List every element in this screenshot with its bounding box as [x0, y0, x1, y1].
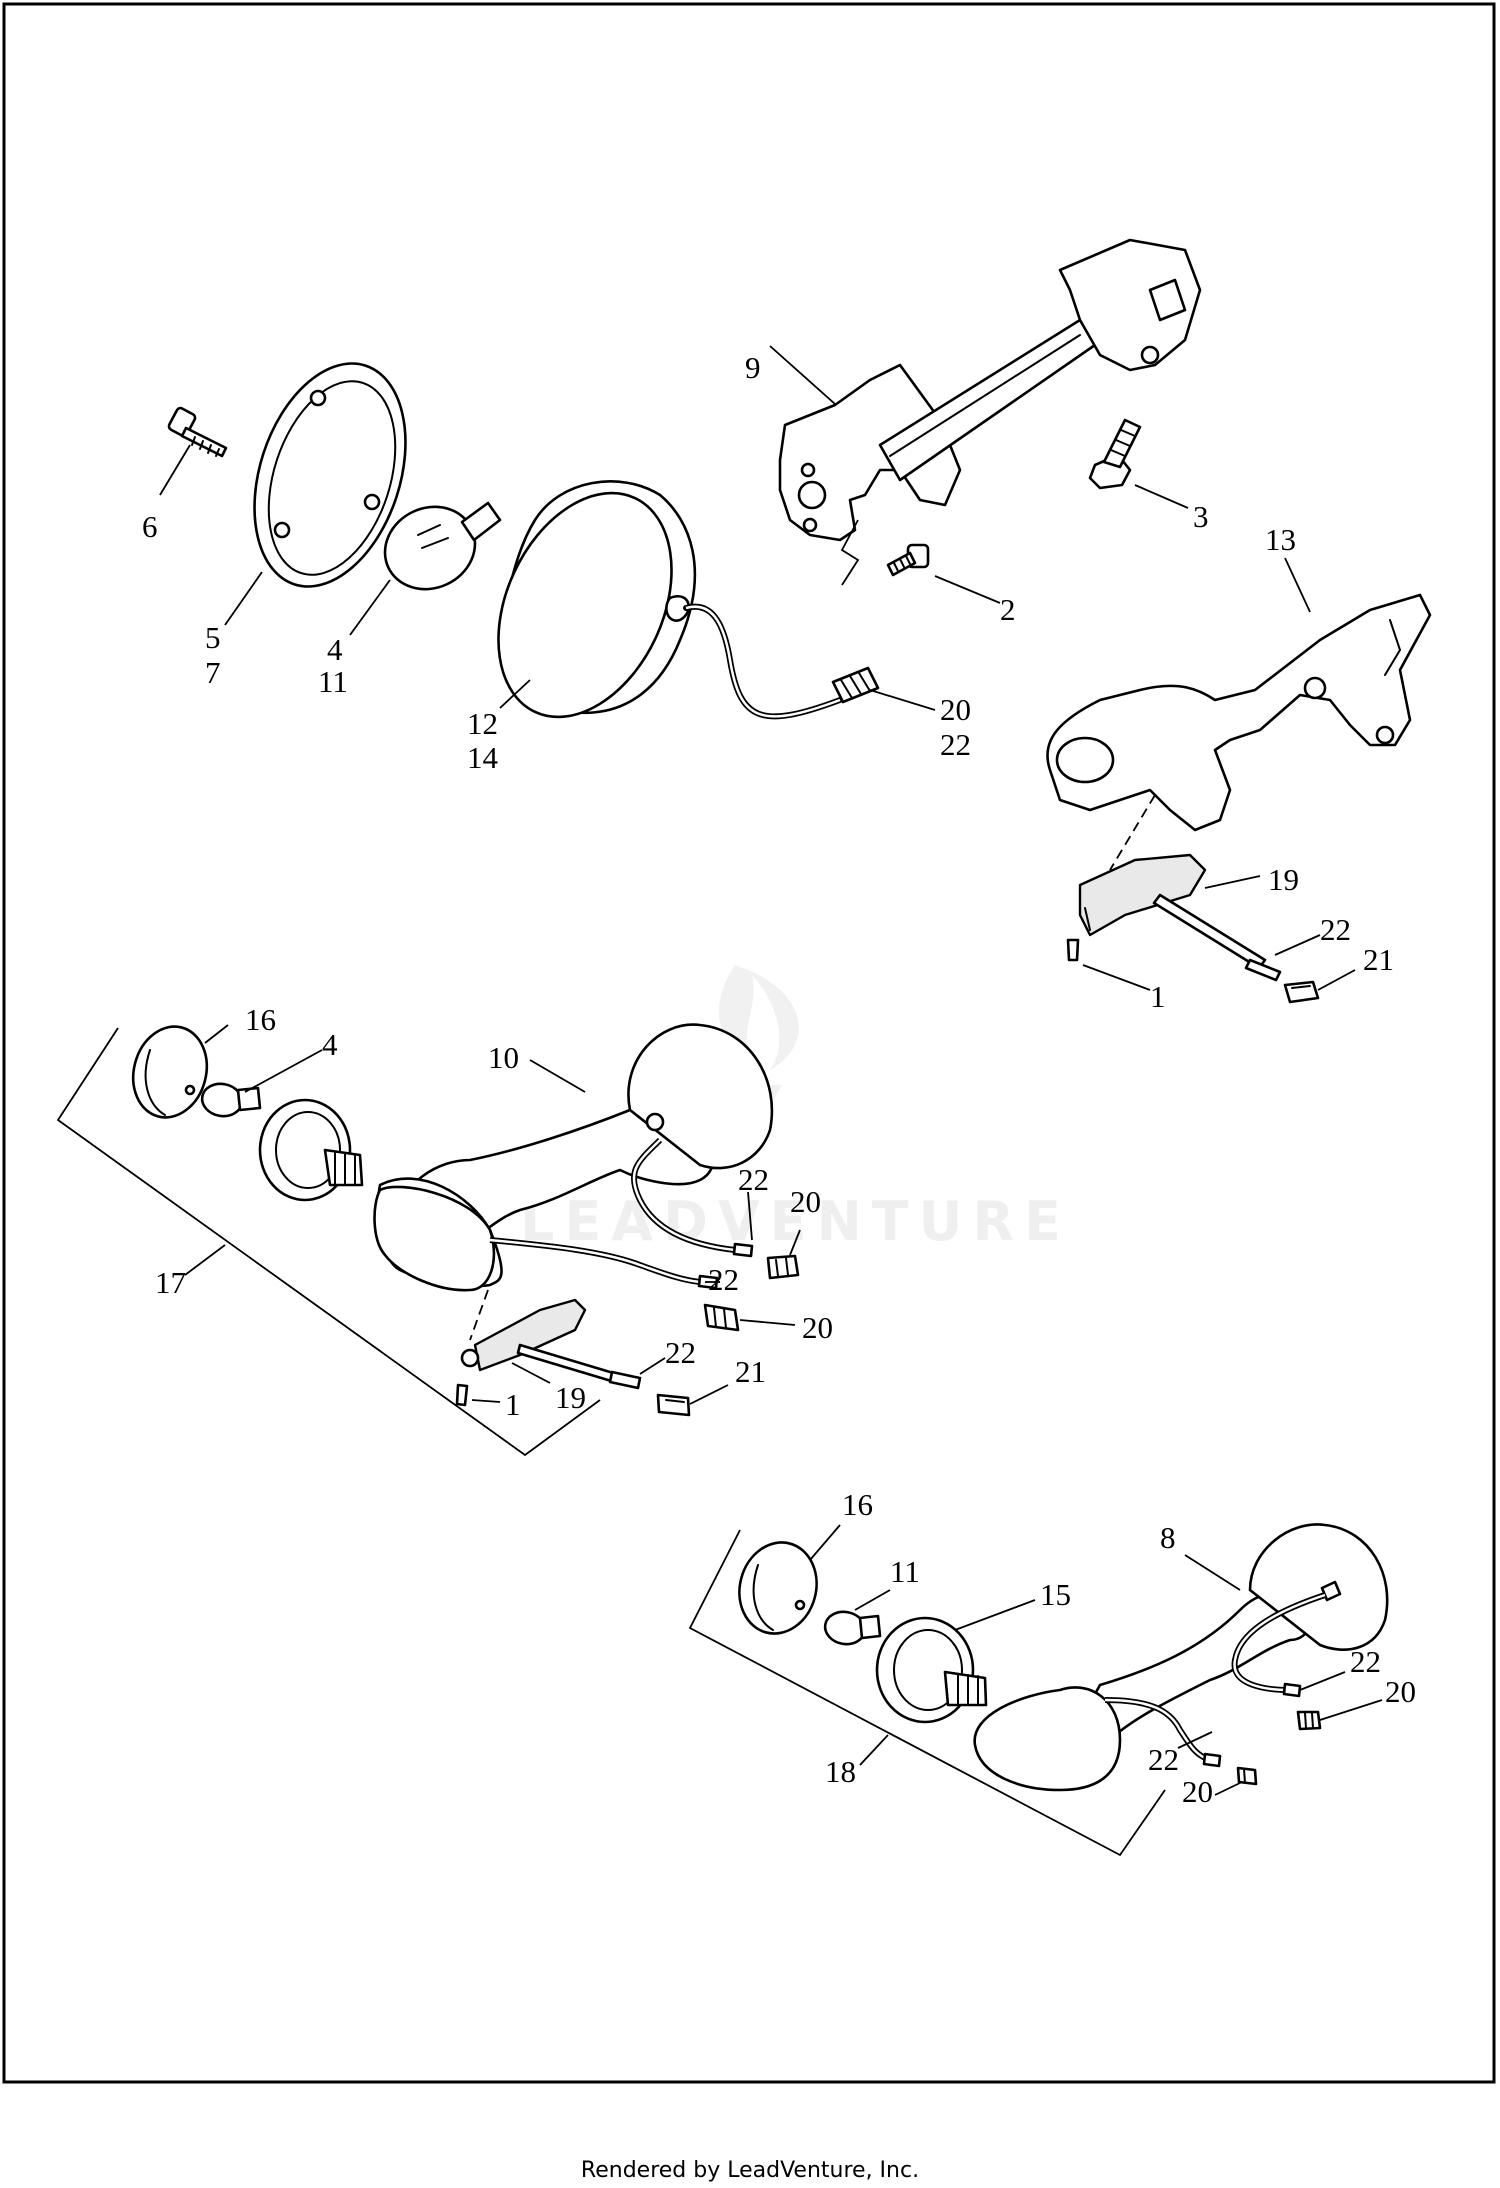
callout-6: 6 [142, 509, 158, 544]
callout-11-top: 11 [318, 664, 348, 699]
bracket-mount-line [840, 519, 860, 586]
terminal-part-21-mid [656, 1393, 691, 1417]
callout-14: 14 [467, 740, 499, 775]
callout-8: 8 [1160, 1520, 1176, 1555]
bolt-part-3 [1088, 418, 1142, 490]
turn-signal-bar-part-10 [373, 1023, 774, 1292]
lens-part-16-mid [131, 1025, 209, 1119]
callout-22-mid-marker: 22 [665, 1335, 696, 1370]
group-17-bracket-line [56, 1027, 601, 1457]
callout-2: 2 [1000, 592, 1016, 627]
connector-part-20-bottom-left [1236, 1766, 1258, 1786]
group-18-bracket-line [688, 1529, 1166, 1857]
callout-22-right: 22 [1320, 912, 1351, 947]
callout-20-mid-upper: 20 [790, 1184, 821, 1219]
marker-light-part-19-mid [460, 1298, 642, 1390]
callout-7: 7 [205, 655, 221, 690]
bulb-part-4 [383, 501, 502, 591]
callout-17: 17 [155, 1265, 186, 1300]
terminal-part-22-bottom-upper [1282, 1682, 1302, 1698]
connector-part-20-mid-upper [766, 1254, 800, 1280]
callout-3: 3 [1193, 499, 1209, 534]
socket-part-mid [258, 1098, 364, 1202]
callout-labels: 6 5 7 4 11 12 14 20 22 9 3 2 13 19 22 21… [142, 350, 1416, 1809]
callout-11-bottom: 11 [890, 1554, 920, 1589]
callout-4-mid: 4 [322, 1027, 338, 1062]
screw-part-1-right [1066, 938, 1080, 962]
screw-part-2 [886, 543, 930, 577]
connector-part-20-top [831, 666, 880, 704]
callout-1-right: 1 [1150, 979, 1166, 1014]
callout-22-bottom-right: 22 [1350, 1644, 1381, 1679]
watermark-text: LEADVENTURE [520, 1190, 1071, 1253]
callout-22-top: 22 [940, 727, 971, 762]
callout-13: 13 [1265, 522, 1296, 557]
callout-20-bottom-left: 20 [1182, 1774, 1213, 1809]
callout-19-right: 19 [1268, 862, 1299, 897]
screw-part-6 [167, 406, 228, 458]
callout-20-bottom-right: 20 [1385, 1674, 1416, 1709]
callout-10: 10 [488, 1040, 519, 1075]
lens-part-16-bottom [738, 1541, 818, 1635]
bracket-part-13 [1046, 593, 1432, 832]
callout-22-bottom-left: 22 [1148, 1742, 1179, 1777]
leader-lines [159, 345, 1383, 1796]
callout-12: 12 [467, 706, 498, 741]
callout-19-mid: 19 [555, 1380, 586, 1415]
callout-21-mid: 21 [735, 1354, 766, 1389]
trim-ring-part-5 [253, 362, 407, 588]
callout-21-right: 21 [1363, 942, 1394, 977]
terminal-part-21-right [1283, 980, 1320, 1004]
callout-20-mid-lower: 20 [802, 1310, 833, 1345]
terminal-part-22-bottom-lower [1202, 1752, 1222, 1768]
callout-16-bottom: 16 [842, 1487, 873, 1522]
turn-signal-bar-part-8 [973, 1523, 1389, 1792]
connector-part-20-bottom-right [1296, 1710, 1322, 1731]
bulb-part-11-bottom [823, 1610, 882, 1646]
screw-part-1-mid [455, 1383, 469, 1407]
diagram-frame [2, 2, 1496, 2084]
lens-wire [683, 603, 843, 720]
callout-15: 15 [1040, 1577, 1071, 1612]
socket-part-15 [875, 1616, 988, 1724]
callout-4-top: 4 [327, 632, 343, 667]
lens-housing-part-12 [497, 480, 697, 719]
marker-light-part-19-right [1078, 853, 1282, 982]
group-17-mount-line [469, 1289, 489, 1341]
callout-1-mid: 1 [505, 1387, 521, 1422]
callout-16-mid: 16 [245, 1002, 276, 1037]
callout-5: 5 [205, 620, 221, 655]
callout-18: 18 [825, 1754, 856, 1789]
footer-credit: Rendered by LeadVenture, Inc. [580, 2158, 920, 2183]
connector-part-20-mid-lower [703, 1303, 740, 1332]
terminal-part-22-mid-upper [732, 1242, 754, 1258]
callout-20-top: 20 [940, 692, 971, 727]
callout-22-mid-lower: 22 [708, 1262, 739, 1297]
callout-22-mid-upper: 22 [738, 1162, 769, 1197]
bracket-13-mount-line [1109, 794, 1156, 871]
callout-9: 9 [745, 350, 761, 385]
bulb-part-4-mid [200, 1082, 262, 1118]
bracket-part-9 [778, 238, 1202, 542]
